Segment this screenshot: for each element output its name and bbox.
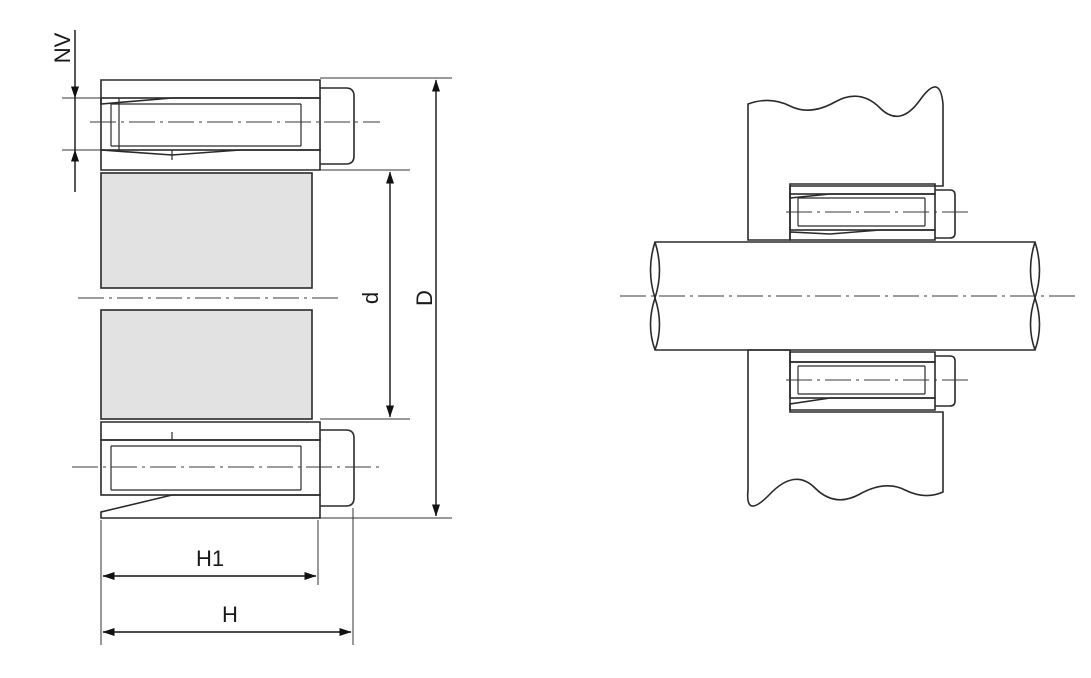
hub-upper (747, 86, 944, 241)
dimension-nv: NV (50, 30, 79, 192)
shaft (649, 241, 1041, 351)
label-big-d: D (412, 290, 437, 306)
inner-ring-lower (100, 309, 313, 420)
right-assembly-view (620, 86, 1075, 507)
upper-clamp-assembly (90, 79, 380, 171)
dimension-h1: H1 (102, 546, 317, 580)
label-h1: H1 (196, 546, 224, 571)
upper-clamp-right (786, 183, 972, 241)
hub-lower (746, 349, 944, 507)
lower-clamp-assembly (72, 421, 380, 519)
inner-ring-upper (100, 172, 313, 289)
dimension-h: H (102, 602, 352, 636)
left-section-view: NV d D H1 H (50, 30, 452, 645)
label-d: d (358, 292, 383, 304)
label-h: H (222, 602, 238, 627)
dimension-d: d (358, 171, 394, 418)
dimension-big-d: D (412, 79, 440, 517)
lower-clamp-right (786, 351, 972, 411)
label-nv: NV (50, 32, 75, 63)
